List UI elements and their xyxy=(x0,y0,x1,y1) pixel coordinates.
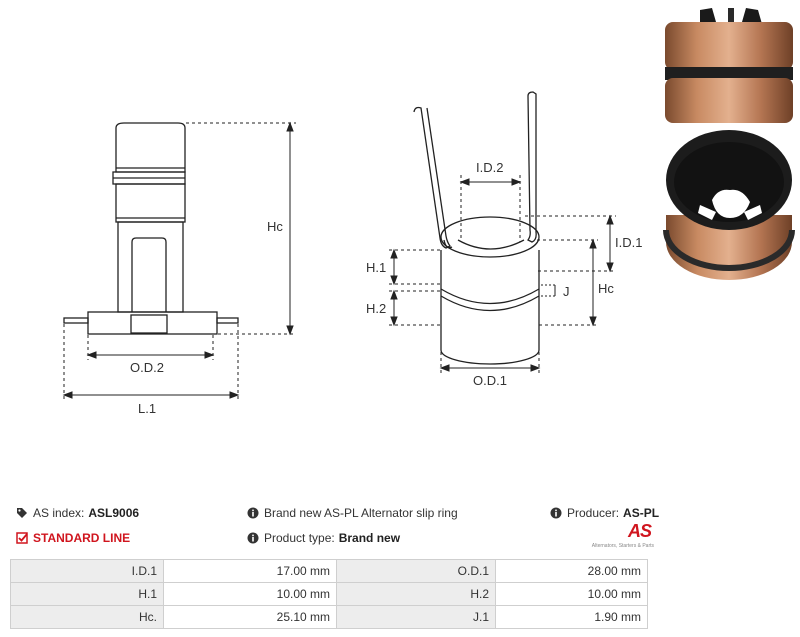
label-od2: O.D.2 xyxy=(130,360,164,375)
spec-value: 25.10 mm xyxy=(163,605,337,629)
spec-key: Hc. xyxy=(10,605,164,629)
as-index: AS index: ASL9006 xyxy=(16,506,139,520)
table-row: Hc. 25.10 mm J.1 1.90 mm xyxy=(10,605,648,629)
producer: Producer: AS-PL xyxy=(550,506,659,520)
spec-value: 10.00 mm xyxy=(163,582,337,606)
checkbox-checked-icon xyxy=(16,532,28,544)
as-pl-logo: AS Alternators, Starters & Parts xyxy=(584,521,654,553)
spec-value: 28.00 mm xyxy=(495,559,648,583)
producer-label: Producer: xyxy=(567,506,620,520)
side-view-dimensions xyxy=(62,121,296,400)
table-row: H.1 10.00 mm H.2 10.00 mm xyxy=(10,582,648,606)
product-type-value: Brand new xyxy=(338,531,401,545)
label-hc-left: Hc xyxy=(267,219,283,234)
info-icon xyxy=(247,507,259,519)
label-id1: I.D.1 xyxy=(615,235,642,250)
spec-key: H.1 xyxy=(10,582,164,606)
label-od1: O.D.1 xyxy=(473,373,507,388)
spec-key: H.2 xyxy=(336,582,496,606)
label-h2: H.2 xyxy=(366,301,386,316)
logo-tagline: Alternators, Starters & Parts xyxy=(591,543,654,549)
spec-value: 1.90 mm xyxy=(495,605,648,629)
product-type: Product type: Brand new xyxy=(247,531,400,545)
label-l1: L.1 xyxy=(138,401,156,416)
standard-line-label: STANDARD LINE xyxy=(33,531,131,545)
spec-value: 17.00 mm xyxy=(163,559,337,583)
info-icon xyxy=(550,507,562,519)
as-index-label: AS index: xyxy=(33,506,85,520)
spec-key: I.D.1 xyxy=(10,559,164,583)
ring-drawing xyxy=(413,91,540,365)
producer-value: AS-PL xyxy=(623,506,660,520)
product-info: AS index: ASL9006 STANDARD LINE Brand ne… xyxy=(16,500,659,560)
label-hc-right: Hc xyxy=(598,281,614,296)
label-j: J xyxy=(563,284,570,299)
spec-key: O.D.1 xyxy=(336,559,496,583)
side-view-drawing xyxy=(63,122,239,335)
description-text: Brand new AS-PL Alternator slip ring xyxy=(264,506,458,520)
label-h1: H.1 xyxy=(366,260,386,275)
standard-line: STANDARD LINE xyxy=(16,531,130,545)
product-photo-top xyxy=(663,130,795,280)
spec-value: 10.00 mm xyxy=(495,582,648,606)
product-type-label: Product type: xyxy=(264,531,335,545)
product-photo-side xyxy=(665,8,793,123)
ring-dimensions xyxy=(389,175,616,373)
description: Brand new AS-PL Alternator slip ring xyxy=(247,506,458,520)
logo-text: AS xyxy=(627,521,652,541)
label-id2: I.D.2 xyxy=(476,160,503,175)
info-icon xyxy=(247,532,259,544)
technical-drawing: Hc O.D.2 L.1 xyxy=(62,8,795,416)
spec-key: J.1 xyxy=(336,605,496,629)
as-index-value: ASL9006 xyxy=(88,506,140,520)
specs-table: I.D.1 17.00 mm O.D.1 28.00 mm H.1 10.00 … xyxy=(10,559,648,629)
tag-icon xyxy=(17,508,27,518)
table-row: I.D.1 17.00 mm O.D.1 28.00 mm xyxy=(10,559,648,583)
